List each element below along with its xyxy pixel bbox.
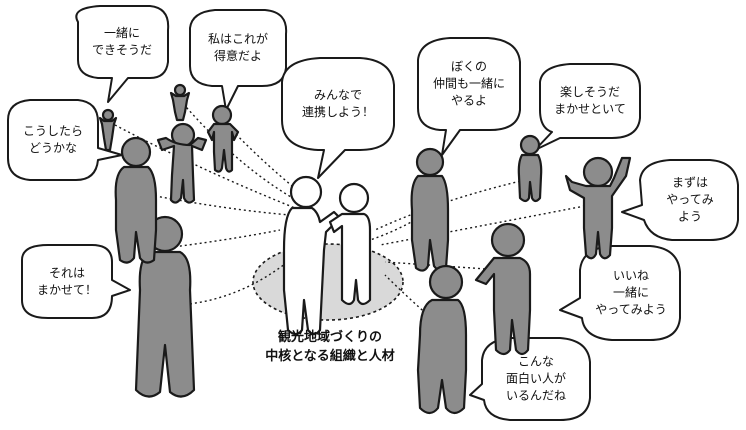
person-top-small [206, 104, 240, 173]
person-left-mid [114, 136, 158, 264]
person-tiny-1 [98, 108, 118, 152]
people-figures [98, 83, 632, 415]
person-tiny-2 [169, 83, 191, 122]
bubble-b3-text: こうしたら どうかな [22, 124, 84, 155]
bubble-b9-text: こんな 面白い人が いるんだね [505, 354, 567, 403]
person-right-waving [564, 156, 632, 260]
speech-bubble-shapes [7, 5, 739, 421]
person-right-small [517, 134, 543, 203]
bubble-b6-text: 楽しそうだ まかせといて [554, 85, 626, 116]
center-speech-text: みんなで 連携しよう！ [301, 88, 375, 119]
leader-left [282, 175, 342, 336]
link-right-far [379, 204, 591, 246]
bubble-b6-shape [534, 63, 641, 151]
bubble-b5-shape [417, 37, 521, 156]
center-caption: 観光地域づくりの 中核となる組織と人材 [265, 330, 395, 364]
bubble-b1-shape [75, 5, 170, 103]
link-right-small [374, 179, 526, 231]
bubble-b8-text: いいね 一緒に やってみよう [595, 268, 667, 317]
bubble-b2-text: 私はこれが 得意だよ [207, 32, 269, 63]
bubble-b5-text: ぼくの 仲間も一緒に やるよ [432, 59, 506, 108]
link-top-left [179, 99, 306, 206]
bubble-b7-text: まずは やってみよう [666, 175, 714, 224]
person-left-small-arms [156, 122, 208, 204]
person-right-mid [474, 222, 532, 356]
leader-right [328, 182, 372, 306]
center-leaders [282, 175, 372, 336]
link-left-upper [149, 194, 291, 216]
person-right-near [410, 147, 450, 272]
bubble-center-shape [281, 57, 395, 179]
bubble-b4-shape [21, 244, 131, 319]
bubble-b1-text: 一緒に できそうだ [91, 26, 153, 57]
bubble-b4-text: それは まかせて！ [36, 266, 98, 297]
link-right-mid [384, 261, 501, 271]
person-right-bottom [416, 264, 468, 415]
link-bottom-left [179, 259, 291, 306]
bubble-b7-shape [621, 159, 739, 241]
hub-ellipse [252, 243, 404, 321]
